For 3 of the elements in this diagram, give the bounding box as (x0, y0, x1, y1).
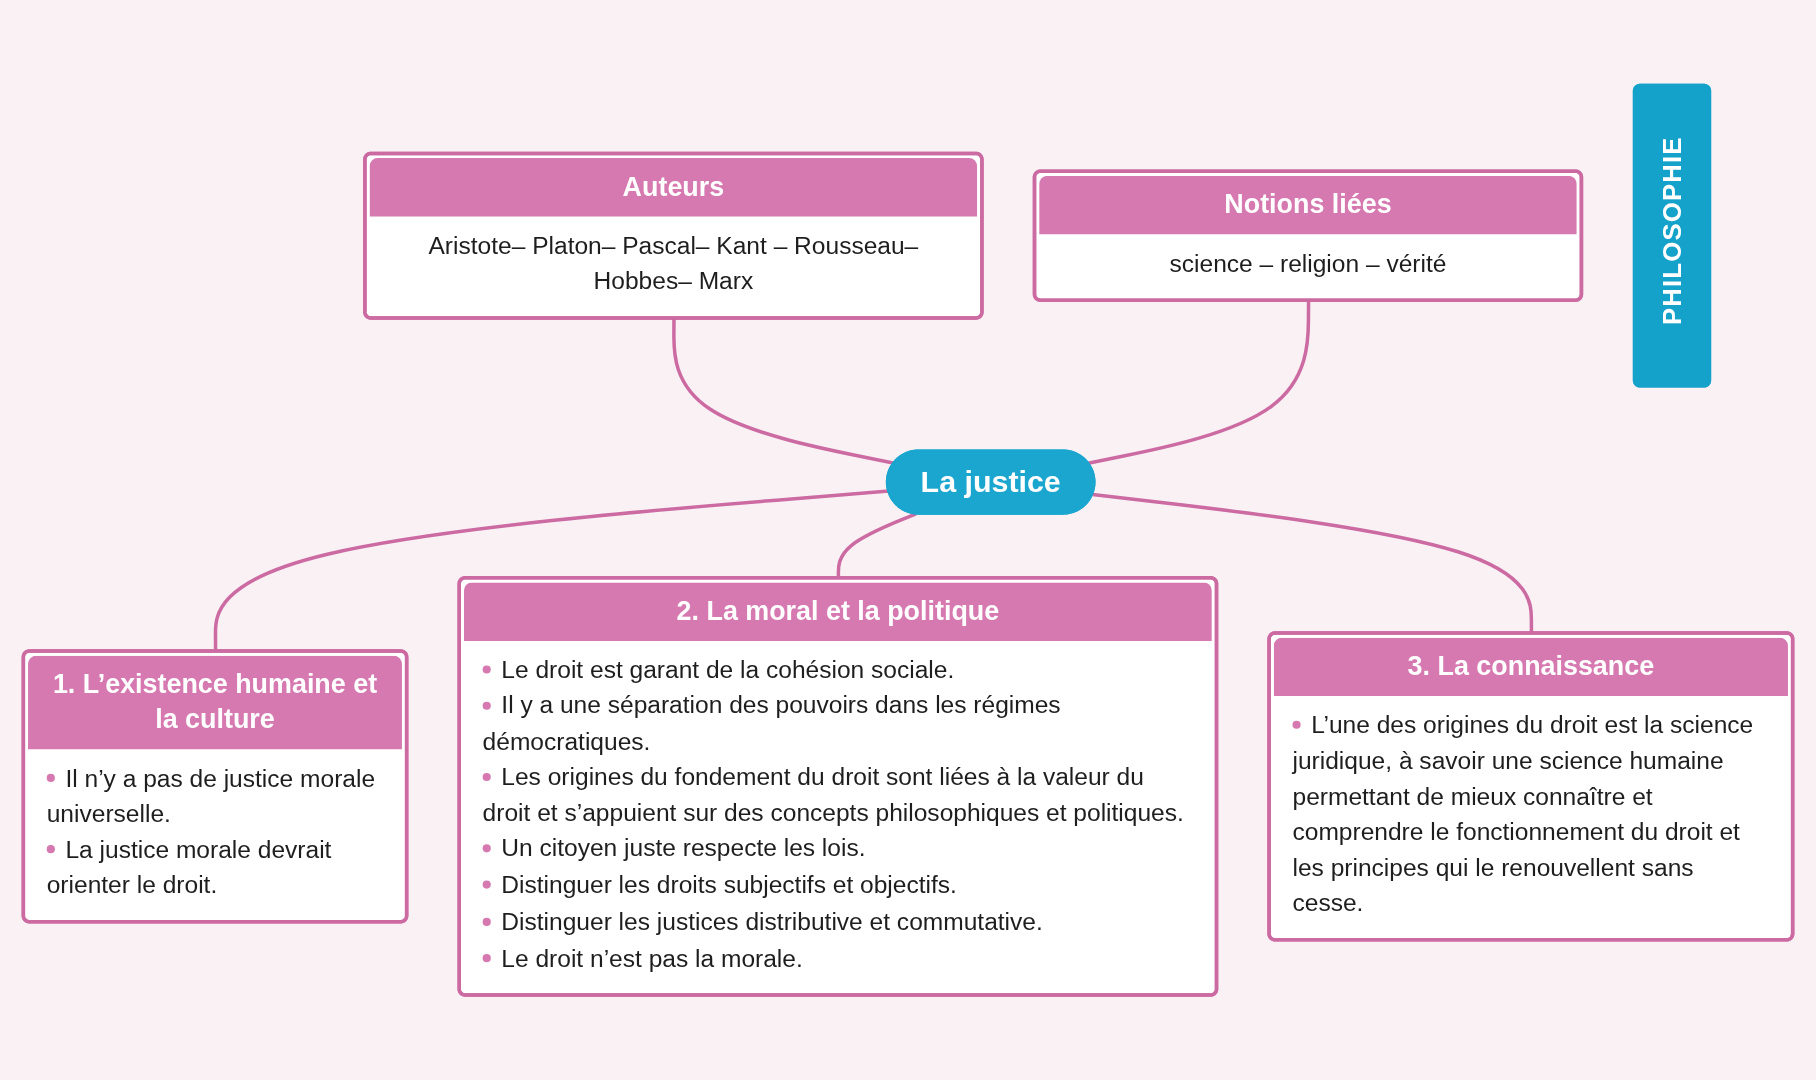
connector (672, 318, 895, 465)
connector (1087, 300, 1311, 465)
connector (213, 489, 889, 652)
